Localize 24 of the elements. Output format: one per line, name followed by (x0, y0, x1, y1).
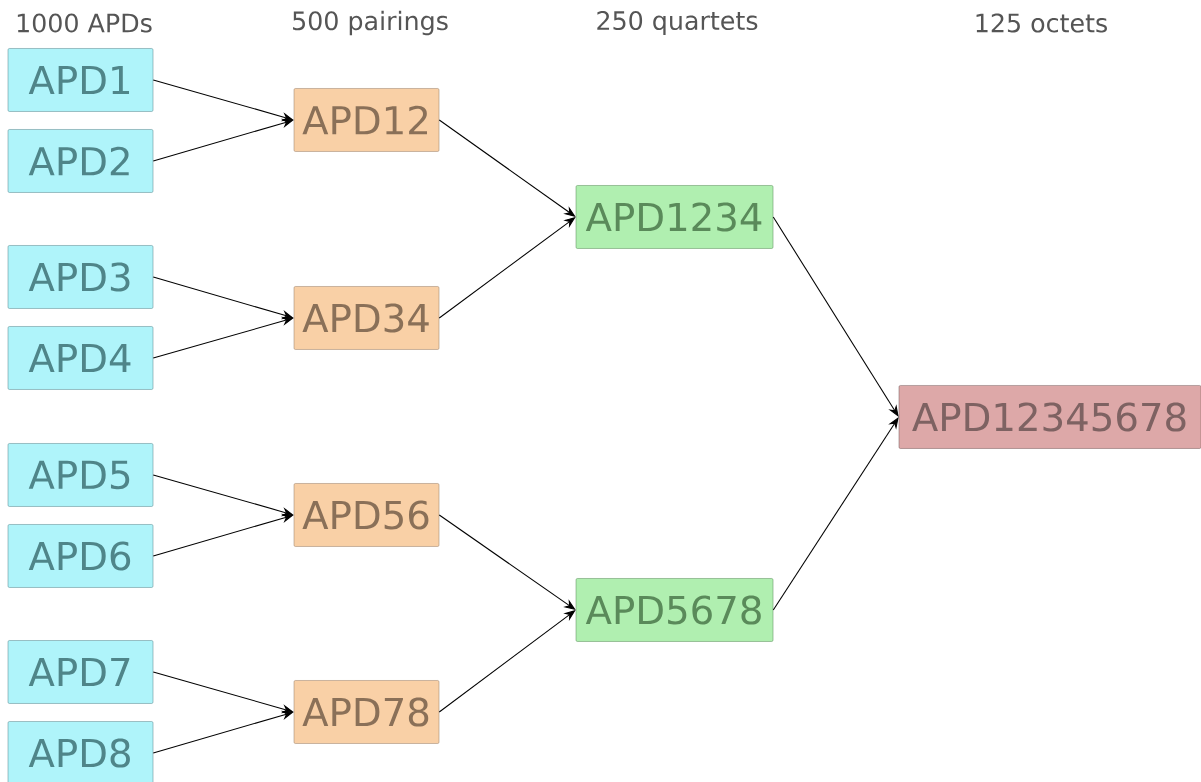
apd-box: APD1234 (575, 185, 774, 249)
apd-box: APD12345678 (898, 385, 1201, 449)
apd-box: APD5 (7, 443, 154, 507)
column-heading: 500 pairings (293, 10, 448, 36)
apd-box: APD6 (7, 524, 154, 588)
arrow (772, 417, 899, 611)
apd-box: APD34 (293, 286, 440, 350)
apd-box: APD2 (7, 129, 154, 193)
arrow (438, 610, 576, 713)
apd-box: APD4 (7, 326, 154, 390)
arrow (438, 514, 576, 610)
apd-box: APD8 (7, 721, 154, 782)
apd-box: APD1 (7, 48, 154, 112)
column-heading: 125 octets (976, 13, 1107, 33)
apd-box: APD56 (293, 483, 440, 547)
apd-box: APD12 (293, 88, 440, 152)
column-heading: 250 quartets (597, 10, 758, 36)
apd-box: APD5678 (575, 578, 774, 642)
arrow (438, 217, 576, 319)
arrow (772, 216, 899, 417)
apd-box: APD7 (7, 640, 154, 704)
apd-box: APD78 (293, 680, 440, 744)
arrow (438, 119, 576, 217)
apd-box: APD3 (7, 245, 154, 309)
